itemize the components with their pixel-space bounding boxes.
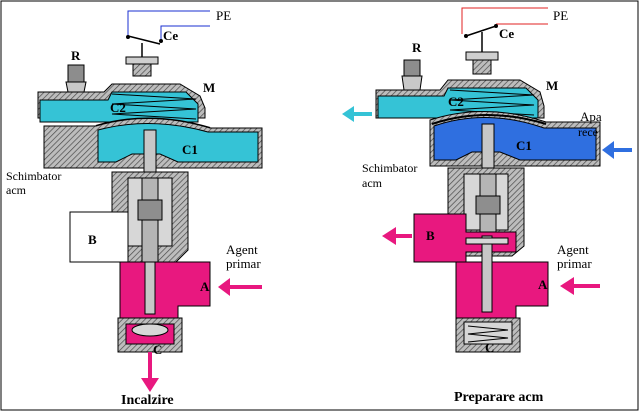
left-r-label: R [71,48,81,63]
left-ce-label: Ce [163,28,178,43]
left-c1-label: C1 [182,142,198,157]
left-pe-wire-2 [160,25,210,40]
left-pe-label: PE [216,8,231,23]
right-exchanger-line1: Schimbator [362,161,417,175]
right-cold-arrow [602,141,632,159]
right-ce-label: Ce [499,26,514,41]
right-c2-label: C2 [448,94,464,109]
right-cold-line2: rece [578,125,598,139]
right-out-arrow-top [342,106,372,122]
right-pe-label: PE [553,8,568,23]
right-switch-ce [464,24,498,52]
left-exchanger-line1: Schimbator [6,169,61,183]
right-screw-r [401,59,423,91]
left-c-label: C [153,342,162,357]
left-switch-ce [126,35,163,58]
left-down-arrow [141,352,159,392]
right-a-label: A [538,277,548,292]
left-caption: Incalzire [121,393,174,408]
left-agent-line1: Agent [226,242,258,257]
right-c-label: C [485,340,494,355]
right-caption: Preparare acm [454,390,544,405]
right-c1-label: C1 [516,138,532,153]
right-cold-line1: Apa [580,109,602,124]
right-agent-line2: primar [557,256,592,271]
left-exchanger-line2: acm [6,183,27,197]
left-c2-label: C2 [110,100,126,115]
right-exchanger-line2: acm [362,176,383,190]
right-b-arrow [382,227,412,245]
right-agent-line1: Agent [557,242,589,257]
left-m-label: M [203,80,215,95]
left-agent-line2: primar [226,256,261,271]
left-valve [37,10,263,392]
left-screw-r [65,64,87,93]
left-agent-arrow [218,278,262,296]
right-agent-arrow [560,277,600,295]
right-r-label: R [412,40,422,55]
left-pe-wire [127,10,210,36]
left-b-label: B [88,232,97,247]
right-valve [342,7,632,353]
right-m-label: M [546,78,558,93]
right-b-label: B [426,228,435,243]
right-pe-wire [461,7,548,34]
left-a-label: A [200,279,210,294]
